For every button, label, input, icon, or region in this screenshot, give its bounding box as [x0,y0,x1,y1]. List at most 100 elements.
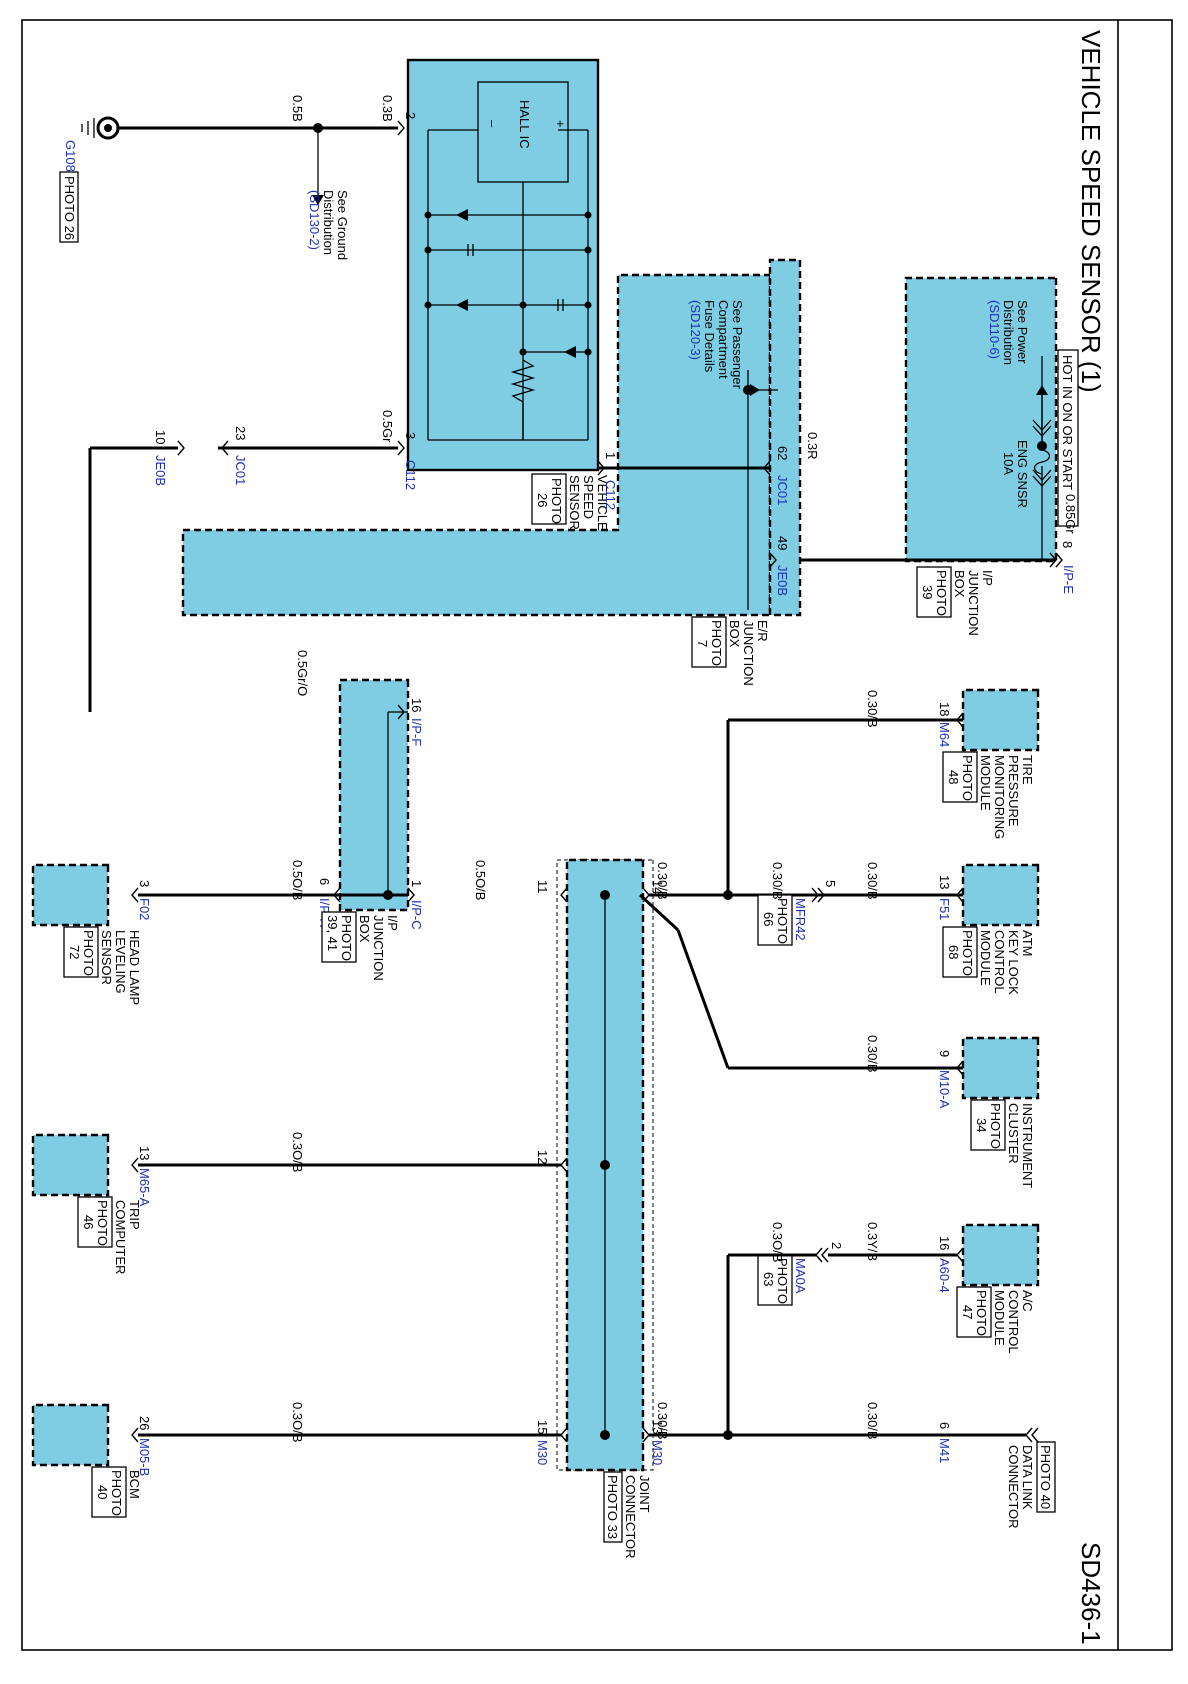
connector-m64-label[interactable]: M64 [937,722,952,747]
ac-line2: CONTROL [1006,1290,1021,1354]
power-ref-link[interactable]: (SD110-6) [987,300,1002,359]
fuse-ref-arrow-icon [750,384,760,396]
connector-c112-3-label[interactable]: C112 [403,460,418,490]
atm-line4: MODULE [978,930,993,986]
connector-je0b-bot[interactable] [177,440,185,456]
connector-ip-f-label[interactable]: I/P-F [409,718,424,746]
connector-m30-bot-label[interactable]: M30 [535,1440,550,1465]
connector-f51-label[interactable]: F51 [937,898,952,920]
connector-m64[interactable] [956,712,964,728]
trip-photo-box [77,1196,113,1248]
connector-m10a[interactable] [956,1060,964,1076]
ip-jb-top-line2: JUNCTION [966,570,981,636]
ip-jb-mid-photo2: 39, 41 [325,915,340,951]
wire-ic-branch [676,929,730,1069]
pin-f02: 3 [137,880,152,887]
atm-photo1: PHOTO [960,930,975,976]
connector-ma0a[interactable] [815,1247,829,1263]
connector-m65a[interactable] [131,1157,139,1173]
connector-m10a-label[interactable]: M10-A [937,1070,952,1109]
ip-junction-box-mid [338,678,410,912]
atm-photo2: 68 [946,945,961,959]
pin-jc01-bot: 23 [233,426,248,440]
pin-jc-14: 14 [650,880,665,894]
diode-icon-2 [456,299,468,311]
joint-node-12 [600,1160,610,1170]
connector-m65a-label[interactable]: M65-A [137,1168,152,1207]
page-code: SD436-1 [1076,1542,1106,1645]
connector-ip-c[interactable] [407,887,415,903]
wire-trip-label: 0.3O/B [290,1132,305,1172]
connector-ip-e-label[interactable]: I/P-E [1061,565,1076,594]
pin-c112-1: 1 [603,452,618,459]
connector-f02[interactable] [131,887,139,903]
trip-line1: TRIP [127,1200,142,1230]
atm-photo-box [942,926,978,978]
bcm-photo-box [91,1466,127,1518]
er-jb-photo-box [691,616,727,668]
bcm-module [31,1403,110,1467]
connector-je0b-bot-label[interactable]: JE0B [153,455,168,486]
connector-m05b[interactable] [131,1427,139,1443]
mfr42-photo2: 66 [761,912,776,926]
ip-jb-top-photo1: PHOTO [934,570,949,616]
connector-je0b-top-label[interactable]: JE0B [775,565,790,596]
vehicle-speed-sensor [406,58,600,472]
connector-m41-label[interactable]: M41 [937,1438,952,1463]
ma0a-photo1: PHOTO [775,1258,790,1304]
connector-je0b-top[interactable] [769,552,777,568]
ac-photo2: 47 [960,1305,975,1319]
hl-line2: LEVELING [113,930,128,994]
pin-m65a: 13 [137,1146,152,1160]
pin-ma0a: 2 [829,1242,844,1249]
vss-photo-box [531,473,567,525]
wire-ic-label: 0.30/B [865,1035,880,1073]
connector-c112-3[interactable] [397,440,405,456]
connector-jc01-bot[interactable] [221,440,229,456]
connector-c112-1-label[interactable]: C112 [603,480,618,510]
fuse-ref-line1: See Passenger [730,300,745,390]
connector-mfr42-label[interactable]: MFR42 [793,898,808,941]
connector-ma0a-label[interactable]: MA0A [793,1258,808,1294]
ground-ref-link[interactable]: (SD130-2) [307,190,322,250]
connector-ip-c-label[interactable]: I/P-C [409,900,424,930]
connector-jc-11[interactable] [560,887,568,903]
connector-m41[interactable] [1025,1427,1039,1443]
connector-c112-1[interactable] [597,460,605,476]
connector-m05b-label[interactable]: M05-B [137,1438,152,1476]
connector-ip-f[interactable] [397,704,405,720]
tpms-module [961,688,1040,752]
page-title: VEHICLE SPEED SENSOR (1) [1076,30,1106,393]
pin-m41: 6 [937,1422,952,1429]
connector-mfr42[interactable] [811,887,825,903]
fuse-icon [1033,449,1051,475]
diode-icon-1 [456,209,468,221]
mfr42-photo1: PHOTO [775,898,790,944]
connector-m30-top-label[interactable]: M30 [650,1440,665,1465]
wire-03b-label: 0.3B [380,95,395,122]
ground-photo-box [59,171,79,243]
joint-line1: JOINT [637,1475,652,1513]
pin-je0b-top: 49 [775,536,790,550]
ip-jb-mid-line2: JUNCTION [371,915,386,981]
mfr42-photo-box [757,894,793,946]
connector-jc01-bot-label[interactable]: JC01 [233,455,248,485]
ground-ref-line1: See Ground [335,190,350,260]
pin-vss-2: 2 [403,112,418,119]
wire-085gr-label: 0.85Gr [1063,494,1078,534]
connector-jc01-top-label[interactable]: JC01 [775,475,790,505]
connector-f02-label[interactable]: F02 [137,898,152,920]
wire-iph-label: 0.5O/B [290,860,305,900]
pin-ip-e: 8 [1060,541,1075,548]
wire-jc13-label: 0.30/B [655,1402,670,1440]
connector-vss-2[interactable] [397,120,405,136]
connector-f51[interactable] [956,887,964,903]
dlc-line2: CONNECTOR [1006,1445,1021,1529]
fuse-ref-link[interactable]: (SD120-3) [688,300,703,360]
joint-node-15 [600,1430,610,1440]
connector-a60-4-label[interactable]: A60-4 [937,1258,952,1293]
wire-ipc-label: 0.5O/B [473,860,488,900]
hall-ic-minus: – [485,120,500,128]
wire-03r-label: 0.3R [805,432,820,459]
